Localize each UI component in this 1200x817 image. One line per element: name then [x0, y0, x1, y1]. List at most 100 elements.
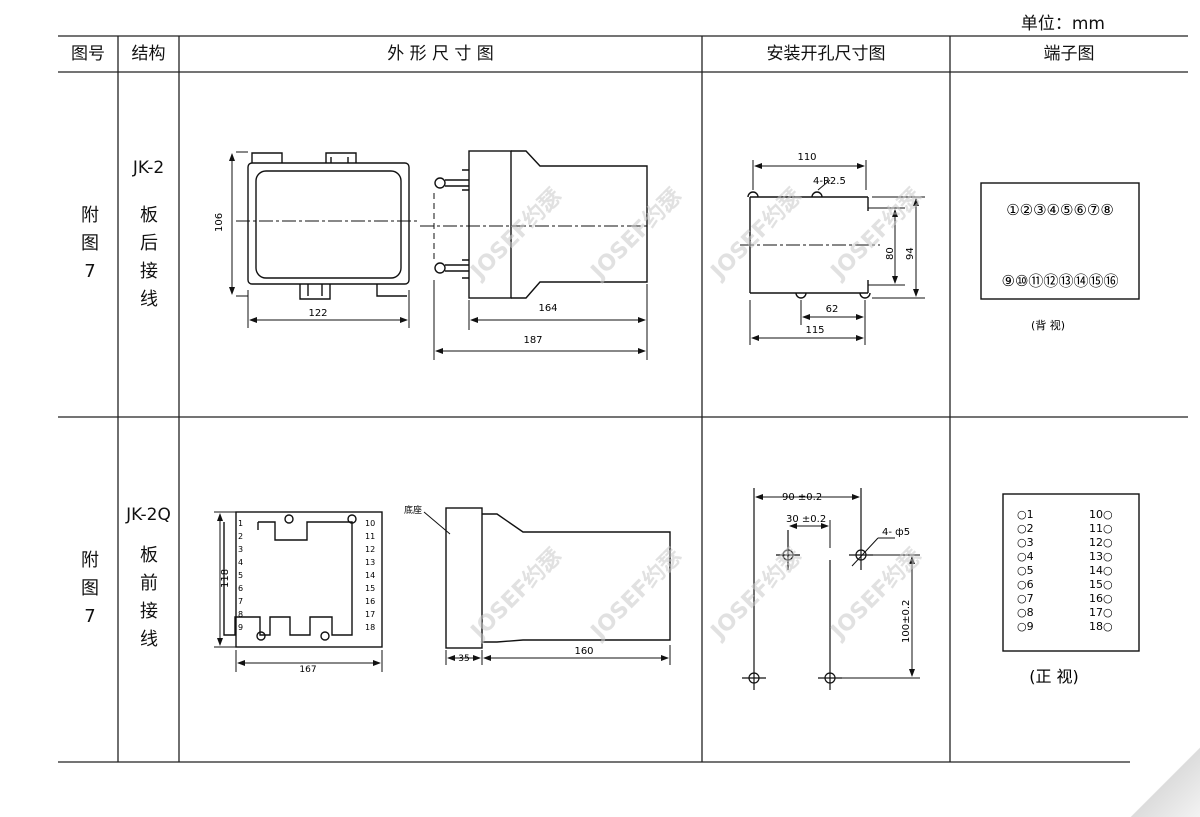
dim-label: 115 [805, 325, 824, 336]
terminal-number: 16 [1089, 592, 1103, 605]
terminal-right: 13○ [1089, 550, 1113, 563]
dim-label: 30 ±0.2 [786, 514, 826, 525]
terminal-number: 10 [1089, 508, 1103, 521]
terminal-number: ⑩ [1015, 272, 1028, 290]
dim-label: 160 [574, 646, 593, 657]
terminal-left: ○1 [1017, 508, 1034, 521]
dim-label: 94 [905, 247, 916, 260]
terminal-number: 18 [1089, 620, 1103, 633]
pin-number: 15 [365, 584, 375, 593]
terminal-left: ○3 [1017, 536, 1034, 549]
pin-number: 5 [238, 571, 243, 580]
row1-fig-char: 附 [81, 205, 99, 226]
terminal-right-column: 10○ 11○ 12○ 13○ 14○ 15○ 16○ 17○ 18○ [1089, 508, 1113, 633]
pin-number: 10 [365, 519, 375, 528]
base-label: 底座 [404, 504, 422, 516]
row2-fig-char: 附 [81, 550, 99, 571]
terminal-number: 8 [1027, 606, 1034, 619]
terminal-left: ○5 [1017, 564, 1034, 577]
pin-number: 4 [238, 558, 243, 567]
row2-fig-char: 7 [84, 606, 96, 627]
pin-number: 12 [365, 545, 375, 554]
dim-label: 164 [538, 303, 557, 314]
row1-wiring: 板 后 接 线 [134, 202, 164, 314]
row1-fig-label: 附 图 7 [75, 202, 105, 286]
terminal-left: ○8 [1017, 606, 1034, 619]
terminal-right: 17○ [1089, 606, 1113, 619]
terminal-number: 3 [1027, 536, 1034, 549]
terminal-number: 12 [1089, 536, 1103, 549]
terminal-row-bottom: ⑨⑩⑪⑫⑬⑭⑮⑯ [1002, 272, 1119, 290]
terminal-right: 10○ [1089, 508, 1113, 521]
pin-number: 7 [238, 597, 243, 606]
terminal-number: ⑫ [1043, 272, 1058, 290]
terminal-right: 12○ [1089, 536, 1113, 549]
dim-label: 80 [885, 247, 896, 260]
terminal-number: 14 [1089, 564, 1103, 577]
row2-wiring-char: 接 [140, 601, 158, 622]
terminal-number: ⑭ [1073, 272, 1088, 290]
row2-wiring-char: 板 [140, 545, 158, 566]
dim-label: 122 [308, 308, 327, 319]
terminal-number: ⑮ [1088, 272, 1103, 290]
dim-label: 90 ±0.2 [782, 492, 822, 503]
terminal-left: ○2 [1017, 522, 1034, 535]
terminal-number: 9 [1027, 620, 1034, 633]
terminal-number: 2 [1027, 522, 1034, 535]
dim-label: 4-R2.5 [813, 176, 846, 187]
pin-number: 13 [365, 558, 375, 567]
terminal-number: ⑥ [1073, 201, 1086, 219]
terminal-row-top: ①②③④⑤⑥⑦⑧ [1006, 201, 1114, 219]
row1-wiring-char: 线 [140, 289, 158, 310]
terminal-left-column: ○1 ○2 ○3 ○4 ○5 ○6 ○7 ○8 ○9 [1017, 508, 1034, 633]
terminal-left: ○6 [1017, 578, 1034, 591]
dim-label: 167 [299, 665, 316, 675]
row2-fig-label: 附 图 7 [75, 547, 105, 631]
row2-wiring-char: 线 [140, 629, 158, 650]
header-mount: 安装开孔尺寸图 [766, 44, 886, 64]
pin-number: 17 [365, 610, 375, 619]
right-pin-numbers: 10 11 12 13 14 15 16 17 18 [365, 519, 375, 632]
dim-label: 100±0.2 [901, 600, 912, 643]
pin-number: 6 [238, 584, 243, 593]
terminal-number: ⑤ [1060, 201, 1073, 219]
terminal-number: 4 [1027, 550, 1034, 563]
terminal-number: 5 [1027, 564, 1034, 577]
row1-fig-char: 7 [84, 261, 96, 282]
terminal-right: 11○ [1089, 522, 1113, 535]
pin-number: 18 [365, 623, 375, 632]
view-label: (背 视) [1031, 318, 1065, 332]
row2-fig-char: 图 [81, 578, 99, 599]
terminal-number: 1 [1027, 508, 1034, 521]
row2-model: JK-2Q [126, 505, 171, 525]
terminal-right: 18○ [1089, 620, 1113, 633]
dim-label: 106 [214, 213, 225, 232]
row1-wiring-char: 接 [140, 261, 158, 282]
terminal-number: ④ [1047, 201, 1060, 219]
terminal-left: ○9 [1017, 620, 1034, 633]
terminal-number: ⑧ [1100, 201, 1113, 219]
row1-fig-char: 图 [81, 233, 99, 254]
terminal-number: ⑬ [1058, 272, 1073, 290]
terminal-number: ⑯ [1103, 272, 1118, 290]
pin-number: 8 [238, 610, 243, 619]
terminal-number: ⑪ [1028, 272, 1043, 290]
row1-wiring-char: 后 [140, 233, 158, 254]
header-fig-no: 图号 [71, 44, 105, 64]
page-curl [1130, 747, 1200, 817]
dim-label: 110 [797, 152, 816, 163]
terminal-right: 16○ [1089, 592, 1113, 605]
terminal-left: ○4 [1017, 550, 1034, 563]
terminal-right: 14○ [1089, 564, 1113, 577]
dim-label: 187 [523, 335, 542, 346]
terminal-left: ○7 [1017, 592, 1034, 605]
pin-number: 2 [238, 532, 243, 541]
terminal-number: ③ [1033, 201, 1046, 219]
terminal-right: 15○ [1089, 578, 1113, 591]
header-terminal: 端子图 [1043, 44, 1095, 64]
terminal-number: ② [1020, 201, 1033, 219]
